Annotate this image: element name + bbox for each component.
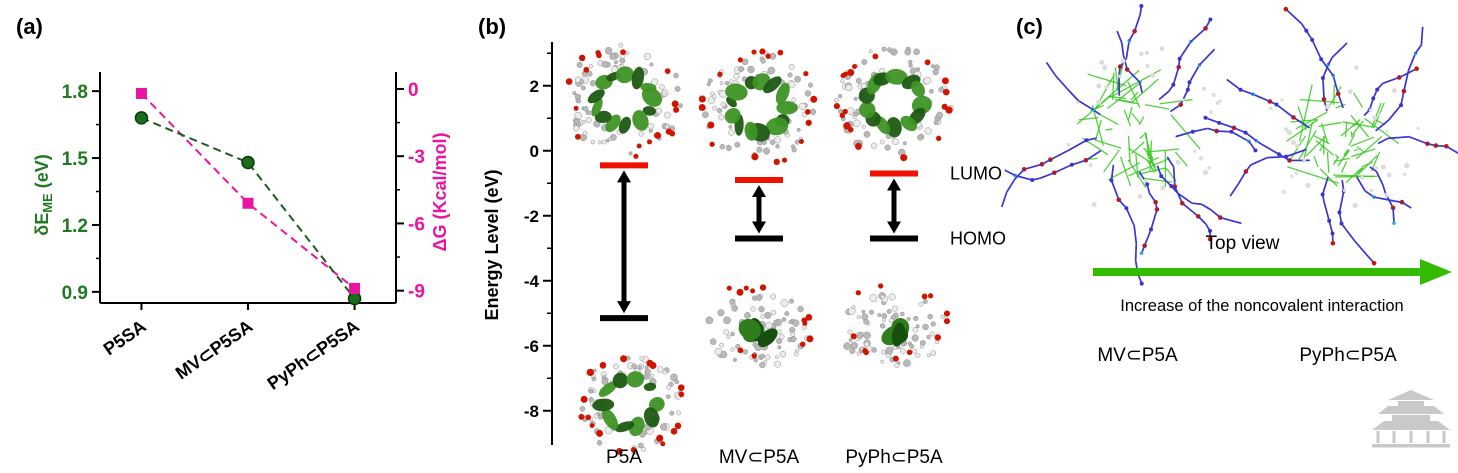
arrow-caption: Increase of the noncovalent interaction	[1120, 297, 1404, 315]
svg-text:-6: -6	[524, 337, 539, 356]
molecule-label-pyph: PyPh⊂P5A	[1299, 345, 1397, 366]
svg-text:-6: -6	[408, 214, 425, 235]
svg-text:-8: -8	[524, 402, 539, 421]
svg-text:1.8: 1.8	[62, 82, 88, 103]
svg-text:P5A: P5A	[606, 447, 642, 468]
svg-text:PyPh⊂P5SA: PyPh⊂P5SA	[264, 316, 363, 394]
svg-text:Energy Level (eV): Energy Level (eV)	[482, 169, 502, 320]
svg-text:MV⊂P5A: MV⊂P5A	[719, 447, 800, 468]
svg-text:PyPh⊂P5A: PyPh⊂P5A	[845, 447, 943, 468]
svg-text:1.5: 1.5	[62, 149, 89, 170]
svg-text:HOMO: HOMO	[950, 229, 1006, 249]
molecule-label-mv: MV⊂P5A	[1097, 345, 1178, 366]
energy-level-diagram: 2 0 -2 -4 -6 -8 Energy Level (eV) LUMO HOMO P5A MV…	[482, 42, 1006, 468]
svg-text:0.9: 0.9	[62, 283, 88, 304]
svg-text:MV⊂P5SA: MV⊂P5SA	[172, 316, 256, 383]
svg-text:ΔG (Kcal/mol): ΔG (Kcal/mol)	[430, 133, 450, 252]
increase-arrow-icon	[1093, 259, 1452, 285]
svg-text:2: 2	[530, 77, 539, 96]
molecule-top-view-mv-p5a	[1000, 4, 1258, 286]
svg-text:-4: -4	[524, 272, 540, 291]
svg-text:-2: -2	[524, 207, 539, 226]
panel-a-label: (a)	[16, 14, 43, 39]
svg-text:0: 0	[530, 142, 539, 161]
svg-text:LUMO: LUMO	[950, 164, 1002, 184]
molecule-top-view-pyph-p5a	[1203, 6, 1458, 266]
panel-b-label: (b)	[478, 14, 507, 39]
svg-text:δEME (eV): δEME (eV)	[32, 154, 55, 235]
svg-text:-9: -9	[408, 282, 425, 303]
top-view-label: Top view	[1205, 233, 1280, 254]
svg-text:P5SA: P5SA	[100, 316, 150, 359]
svg-text:1.2: 1.2	[62, 216, 88, 237]
panel-c-label: (c)	[1016, 14, 1043, 39]
svg-text:-3: -3	[408, 147, 425, 168]
institution-pavilion-watermark-icon	[1372, 390, 1450, 448]
svg-text:0: 0	[408, 80, 419, 101]
